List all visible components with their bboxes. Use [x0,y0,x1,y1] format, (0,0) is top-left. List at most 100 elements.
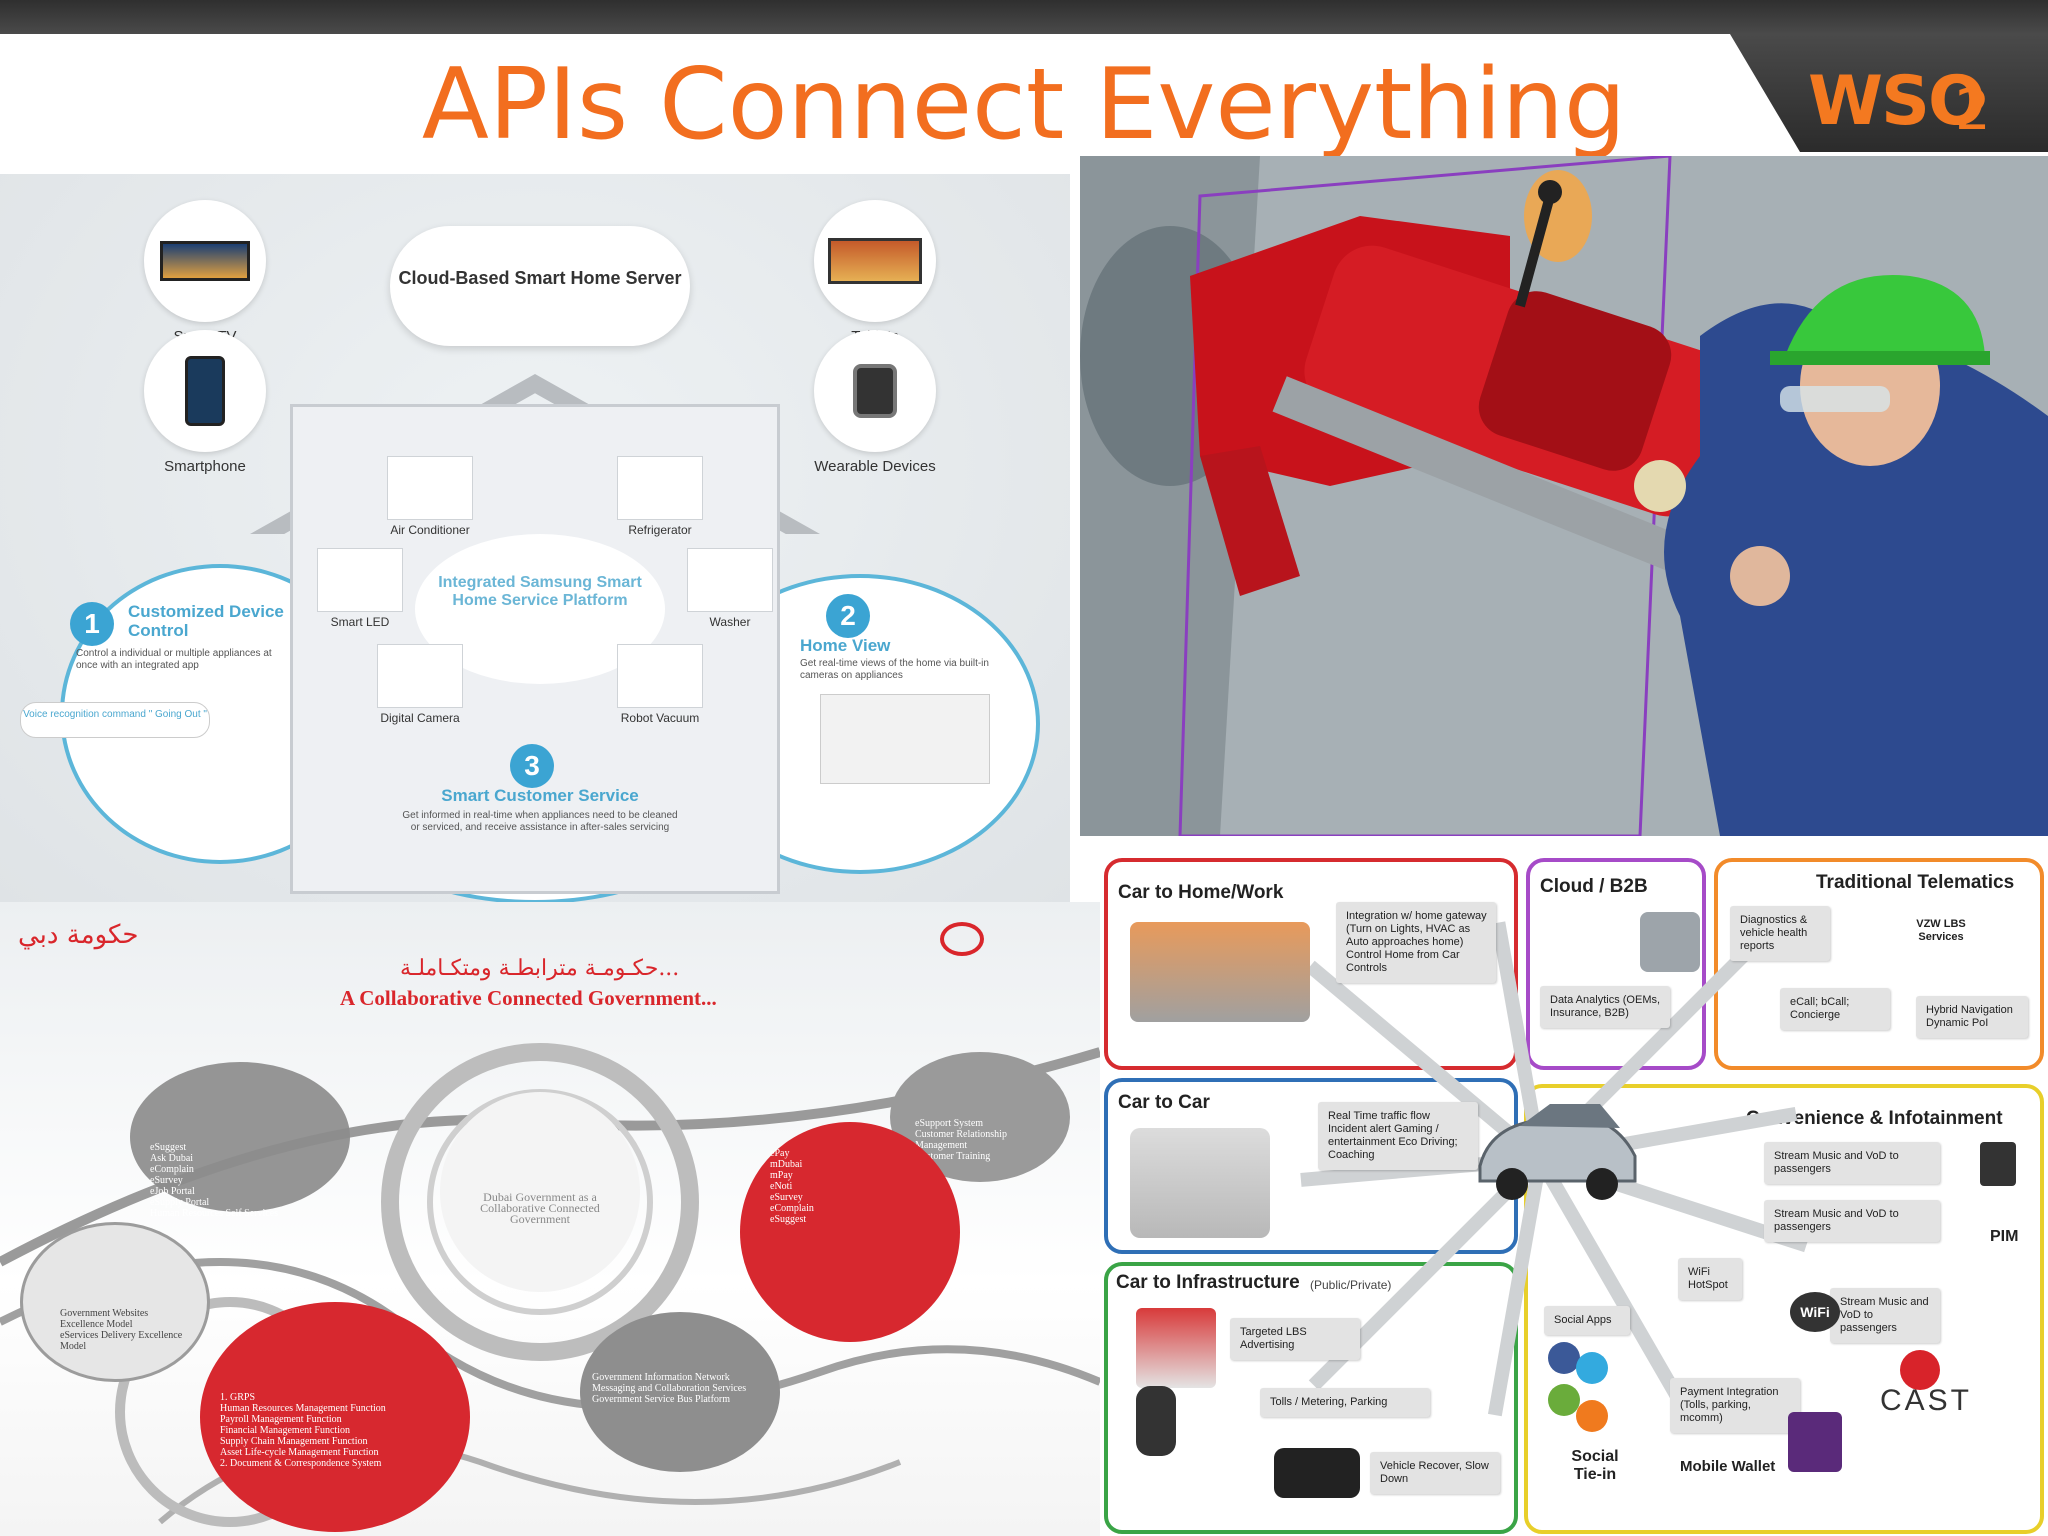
tablet-icon [1980,1142,2016,1186]
appliance: Washer [670,548,790,629]
qa-list: Government Websites Excellence Model eSe… [60,1308,190,1352]
list-item: eServices Delivery Excellence Model [60,1330,183,1352]
feature-number: 1 [70,602,114,646]
infrastructure-cluster [580,1312,780,1472]
services-cluster [130,1062,350,1212]
car-icon [1478,1104,1637,1200]
list-item: mDubai [770,1159,803,1170]
wso2-logo-digit: 2 [1955,78,1991,143]
list-item: 2. Document & Correspondence System [220,1458,382,1469]
wallet-icon [1788,1412,1842,1472]
dubai-government-diagram: حكومة دبي حكـومـة مترابطـة ومتكـاملـة...… [0,902,1100,1536]
zone-cloud-b2b [1526,858,1706,1070]
list-item: eSurvey [770,1192,803,1203]
callout-lbs: Targeted LBS Advertising [1230,1318,1360,1360]
wifi-icon: WiFi [1790,1292,1840,1332]
callout-stream-1: Stream Music and VoD to passengers [1764,1142,1940,1184]
living-room-view [820,694,990,784]
platform-label: Integrated Samsung Smart Home Service Pl… [438,574,642,609]
zone-infotainment [1524,1084,2044,1534]
callout-tolls: Tolls / Metering, Parking [1260,1388,1430,1417]
appliance-label: Smart LED [330,615,390,629]
toll-device-icon [1136,1386,1176,1456]
cloud-server: Cloud-Based Smart Home Server [390,226,690,346]
appliance-label: Washer [709,615,751,629]
callout-diagnostics: Diagnostics & vehicle health reports [1730,906,1830,961]
center-label: Dubai Government as a Collaborative Conn… [480,1190,600,1226]
callout-stream-3: Stream Music and VoD to passengers [1830,1288,1940,1343]
list-item: eComplain [770,1203,814,1214]
callout-b2b: Data Analytics (OEMs, Insurance, B2B) [1540,986,1670,1028]
server-icon [1640,912,1700,972]
device-label: Smartphone [164,458,246,475]
arabic-title: حكـومـة مترابطـة ومتكـاملـة... [400,956,680,981]
list-item: 1. GRPS [220,1392,256,1403]
appliance: Robot Vacuum [600,644,720,725]
cloud-label: Cloud-Based Smart Home Server [398,268,682,288]
callout-payment: Payment Integration (Tolls, parking, mco… [1670,1378,1800,1433]
facebook-icon [1548,1342,1580,1374]
admin-list: 1. GRPS Human Resources Management Funct… [220,1392,440,1469]
smart-tv-device: Smart TV [130,200,280,345]
list-item: eComplain [150,1164,194,1175]
list-item: Asset Life-cycle Management Function [220,1447,379,1458]
list-item: Human Resources Management Function [220,1403,386,1414]
appliance: Refrigerator [600,456,720,537]
zone-subtitle: (Public/Private) [1310,1278,1392,1292]
smart-home-diagram: Smart TV Tablets Smartphone Wearable Dev… [0,174,1070,902]
zone-title: Car to Car [1118,1092,1210,1113]
callout-home: Integration w/ home gateway (Turn on Lig… [1336,902,1496,983]
list-item: Customer Training [915,1151,991,1162]
list-item: eSuggest [150,1142,187,1153]
appliance: Air Conditioner [370,456,490,537]
home-devices-image [1130,922,1310,1022]
callout-wifi: WiFi HotSpot [1678,1258,1742,1300]
english-title: A Collaborative Connected Government... [340,986,717,1010]
label-mobile-wallet: Mobile Wallet [1680,1458,1776,1475]
wso2-logo: WSO [1808,62,1986,141]
callout-hybrid: Hybrid Navigation Dynamic PoI [1916,996,2028,1038]
list-item: Financial Management Function [220,1425,350,1436]
camera-icon [377,644,463,708]
list-item: eNoti [770,1181,793,1192]
infra-list: Government Information Network Messaging… [592,1372,772,1405]
tablets-device: Tablets [800,200,950,345]
list-item: Ask Dubai [150,1153,194,1164]
list-item: eSurvey [150,1175,183,1186]
label-social-tie-in: Social Tie-in [1571,1448,1619,1483]
gas-station-icon [1136,1308,1216,1388]
feature-text: Get real-time views of the home via buil… [800,658,989,681]
appliance-label: Robot Vacuum [620,711,700,725]
services-list: eSuggest Ask Dubai eComplain eSurvey eJo… [150,1142,290,1219]
top-bar [0,0,2048,34]
watch-icon [814,330,936,452]
government-of-dubai-logo: حكومة دبي [18,920,139,950]
callout-car-to-car: Real Time traffic flow Incident alert Ga… [1318,1102,1478,1170]
appliance-label: Digital Camera [380,711,460,725]
smartphone-icon [144,330,266,452]
zone-telematics [1714,858,2044,1070]
list-item: eSupport System [915,1118,984,1129]
feature-title: Smart Customer Service [441,786,639,805]
list-item: Payroll Management Function [220,1414,342,1425]
admin-cluster [200,1302,470,1532]
worker-drilling-photo [1080,156,2048,836]
list-item: Human Resources Self Services [150,1208,279,1219]
list-item: ePay [770,1148,790,1159]
list-item: Customer Relationship Management [915,1129,1007,1151]
label-vzw: VZW LBS Services [1916,918,1966,943]
callout-ecall: eCall; bCall; Concierge [1780,988,1890,1030]
cast-icon [1900,1350,1940,1390]
feature-text: Get informed in real-time when appliance… [402,810,678,833]
zone-title: Cloud / B2B [1540,876,1648,897]
core-list: ePay mDubai mPay eNoti eSurvey eComplain… [770,1148,870,1225]
label-cast: CAST [1880,1384,1973,1417]
list-item: Messaging and Collaboration Services [592,1383,747,1394]
worker-illustration [1080,156,2048,836]
customers-list: eSupport System Customer Relationship Ma… [915,1118,1045,1162]
list-item: Supply Chain Management Function [220,1436,368,1447]
list-item: Government Information Network [592,1372,730,1383]
social-icon [1576,1400,1608,1432]
washer-icon [687,548,773,612]
